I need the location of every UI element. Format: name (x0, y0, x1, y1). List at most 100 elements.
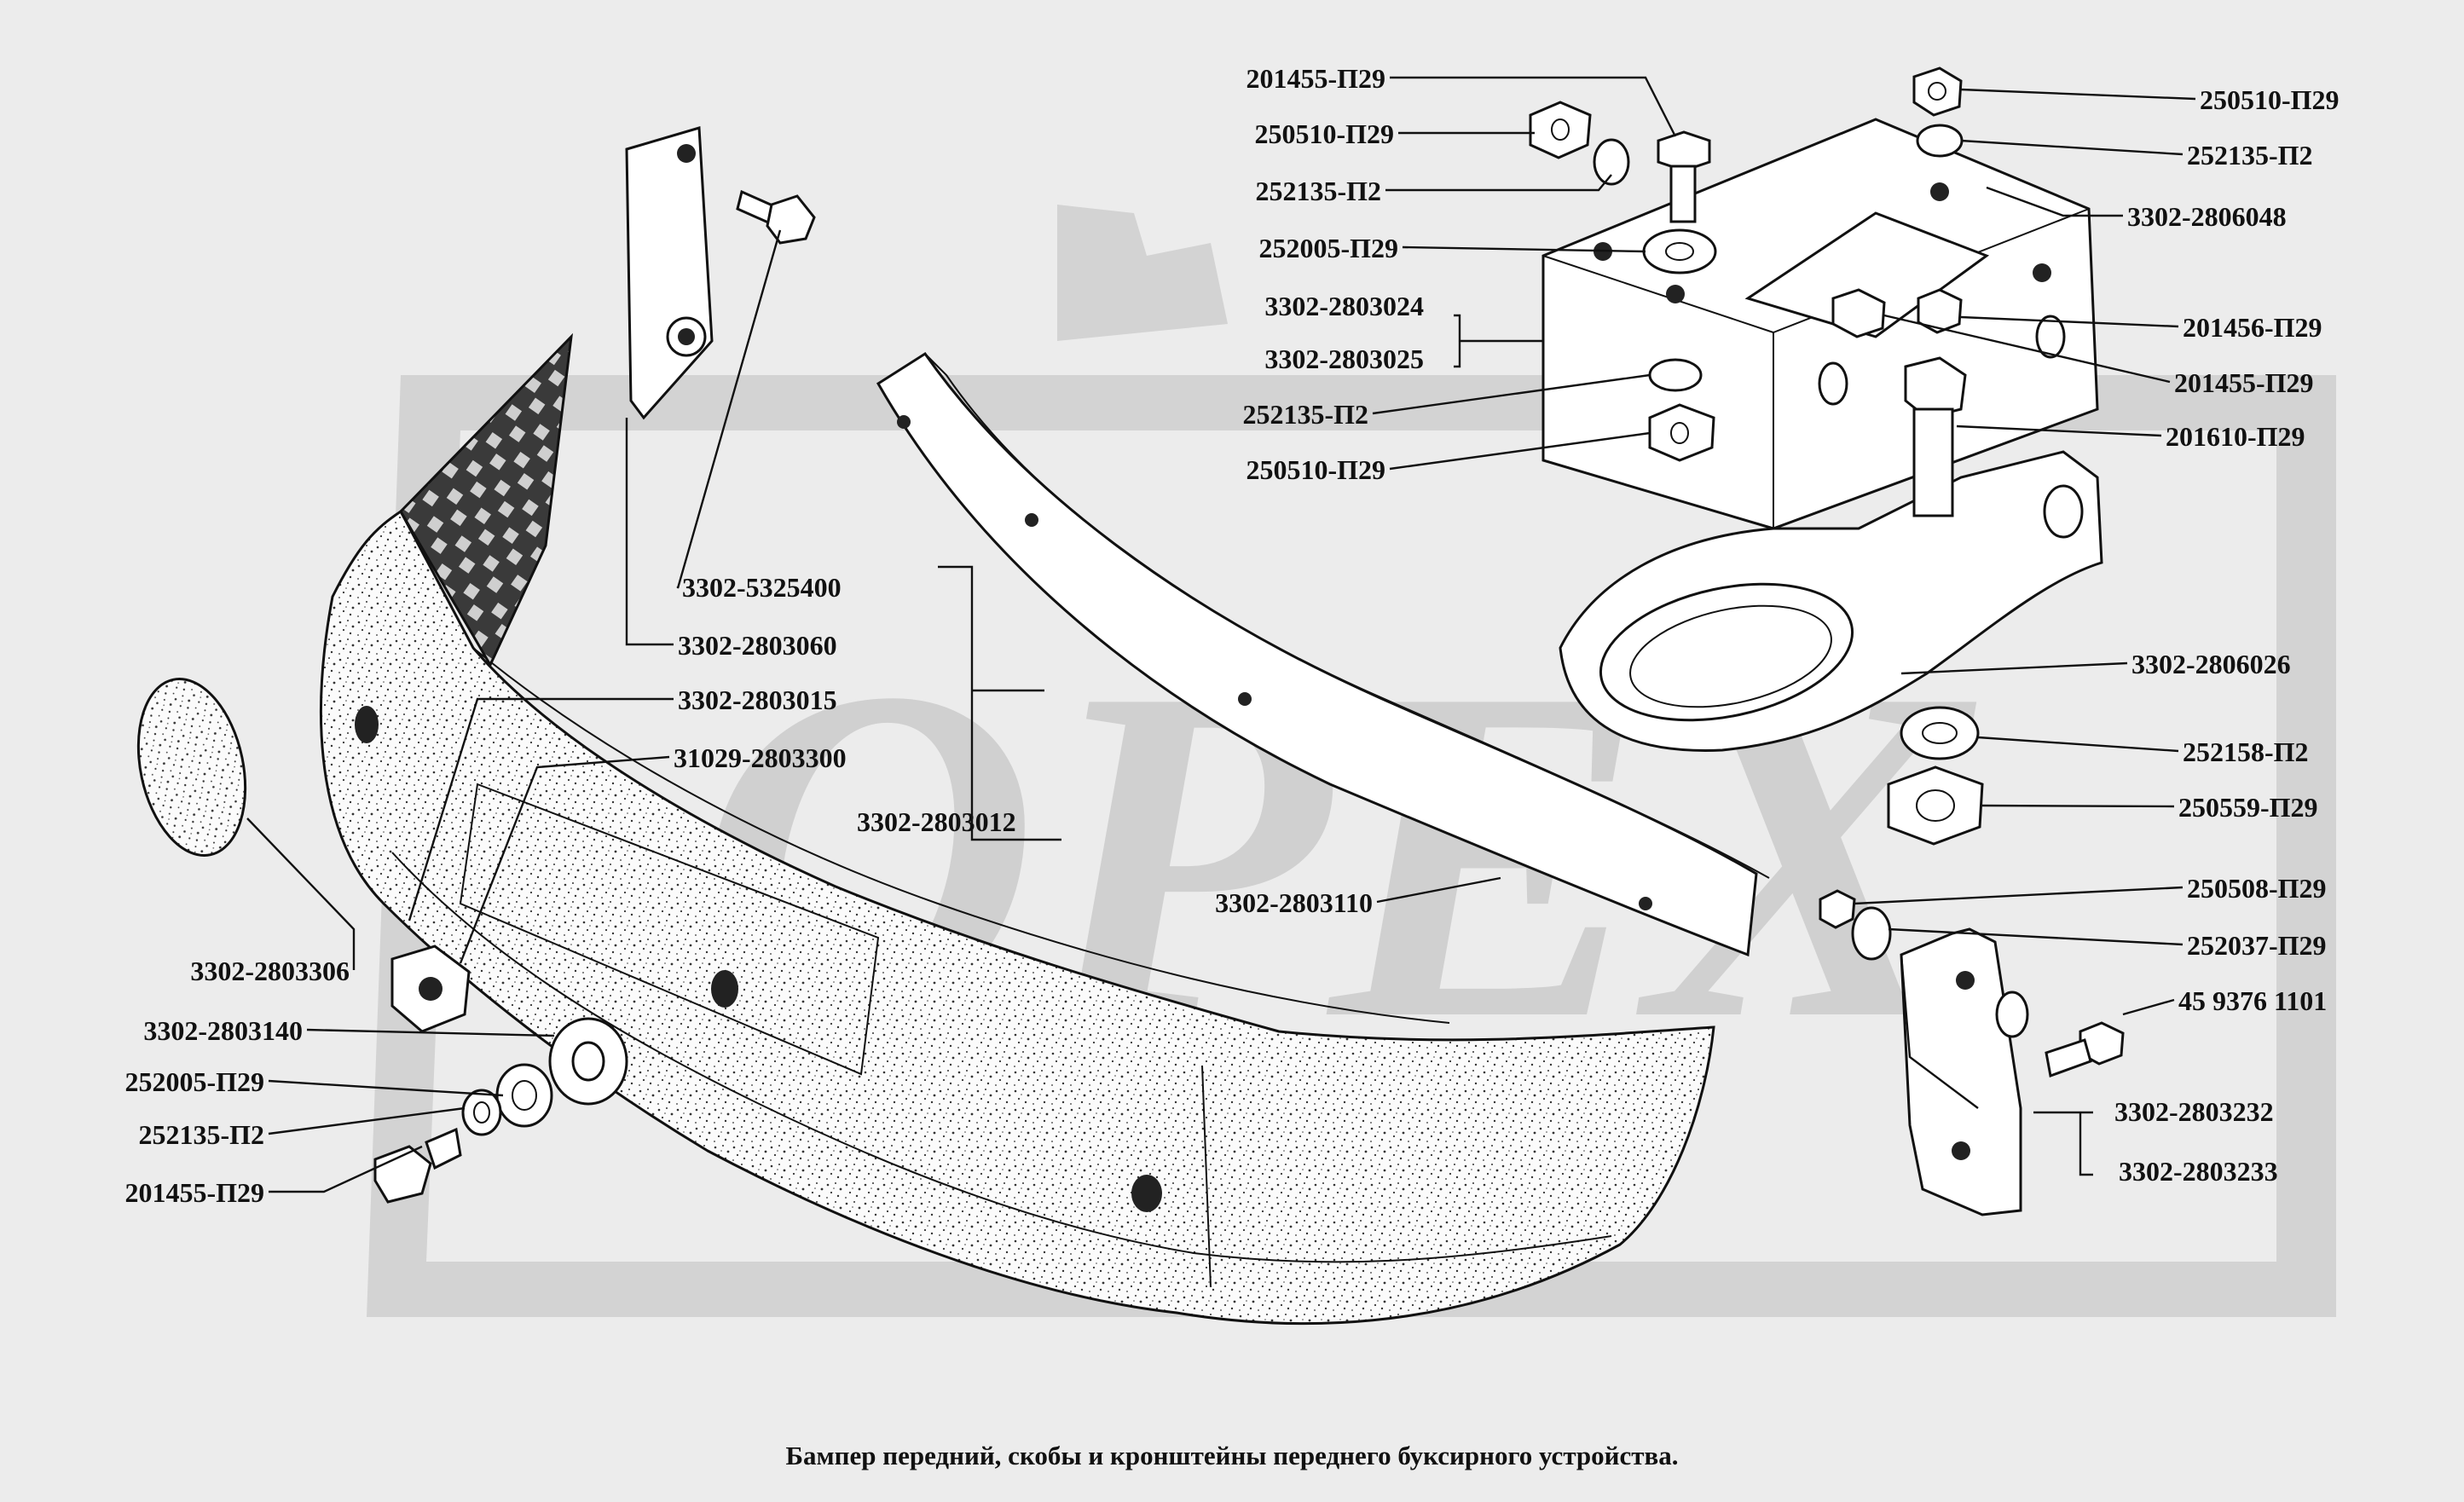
leader-line (459, 755, 670, 964)
leader-line (1883, 314, 2171, 384)
leader-line (1900, 954, 1979, 1109)
leader-line (1402, 246, 1646, 253)
bumper-body (320, 509, 1715, 1326)
leader-line (1960, 88, 2196, 101)
bumper-bolt-hole (355, 706, 379, 743)
part-number-label: 250510-П29 (1246, 454, 1385, 485)
tow-bracket-assembly (1541, 118, 2103, 752)
watermark-gear (1057, 205, 1228, 341)
plug-icon (390, 945, 471, 1033)
leader-line (1956, 425, 2162, 437)
leader-line (1376, 876, 1501, 904)
leader-line (625, 418, 674, 646)
part-number-label: 3302-2806048 (2127, 201, 2287, 232)
part-number-label: 3302-2803232 (2114, 1096, 2274, 1127)
leader-line (268, 1079, 504, 1097)
part-number-label: 3302-2803306 (190, 956, 350, 986)
part-number-label: 31029-2803300 (674, 742, 847, 773)
figure-caption: Бампер передний, скобы и кронштейны пере… (785, 1441, 1678, 1470)
part-number-label: 252005-П29 (1258, 233, 1398, 263)
part-number-label: 3302-2806026 (2131, 649, 2291, 679)
part-number-label: 3302-2803025 (1264, 344, 1424, 374)
part-number-label: 250559-П29 (2178, 792, 2318, 823)
part-number-label: 252135-П2 (138, 1119, 264, 1150)
fog-lamp-cap (136, 678, 247, 857)
part-number-label: 252005-П29 (124, 1066, 264, 1097)
leader-line (1390, 76, 1677, 137)
leader-line (1900, 661, 2128, 675)
callout-bracket (2033, 1111, 2093, 1176)
bolt-icon (1831, 288, 1886, 338)
leader-line (1960, 139, 2183, 156)
bumper-upper-edge (472, 647, 1450, 1024)
spacer-sleeve (548, 1017, 628, 1106)
washer-icon (1648, 358, 1703, 392)
bolt-icon (373, 1127, 462, 1204)
callout-labels: 3302-5325400 3302-2803060 3302-2803015 3102… (124, 63, 2339, 1208)
part-number-label: 3302-2803024 (1264, 291, 1424, 321)
side-bracket (1900, 927, 2029, 1216)
washer-icon (1916, 124, 1964, 158)
leader-lines (246, 76, 2196, 1193)
part-number-label: 201455-П29 (1246, 63, 1385, 94)
bumper-bolt-hole (711, 970, 738, 1008)
part-number-label: 250510-П29 (1254, 118, 1394, 149)
bolt-icon (1657, 130, 1711, 223)
nut-icon (1529, 101, 1592, 159)
bolt-icon (2045, 1021, 2125, 1078)
leader-line (246, 817, 356, 970)
leader-line (676, 229, 782, 589)
tow-bolt-icon (1904, 356, 1967, 517)
bumper-beam (876, 351, 1770, 957)
leader-line (269, 1145, 423, 1193)
leader-line (1372, 373, 1651, 415)
part-number-label: 3302-2803140 (143, 1015, 303, 1046)
leader-line (1977, 736, 2179, 753)
part-number-label: 3302-2803012 (857, 806, 1016, 837)
part-number-label: 252037-П29 (2187, 930, 2327, 961)
part-number-label: 201455-П29 (124, 1177, 264, 1208)
part-number-label: 201455-П29 (2174, 367, 2314, 398)
part-number-label: 252135-П2 (2187, 140, 2313, 170)
bumper-end-line (1201, 1065, 1212, 1288)
nut-icon (1819, 889, 1856, 929)
part-number-label: 3302-2803060 (678, 630, 837, 661)
leader-line (408, 697, 674, 921)
washer-icon (1851, 906, 1892, 961)
part-number-label: 3302-5325400 (682, 572, 842, 603)
bumper-mount-bracket (625, 126, 714, 420)
part-number-label: 3302-2803233 (2119, 1156, 2278, 1187)
part-number-label: 201610-П29 (2166, 421, 2305, 452)
leader-line (1960, 315, 2179, 328)
nut-icon (1648, 403, 1715, 462)
leader-line (268, 1106, 466, 1135)
washer-icon (1900, 706, 1980, 760)
washer-icon (495, 1063, 553, 1128)
lock-washer-icon (461, 1089, 502, 1136)
part-number-label: 3302-2803110 (1215, 887, 1373, 918)
part-number-label: 201456-П29 (2183, 312, 2322, 343)
part-number-label: 250510-П29 (2200, 84, 2340, 115)
part-number-label: 252158-П2 (2183, 737, 2309, 767)
nut-icon (1912, 66, 1963, 117)
nut-icon (1887, 765, 1984, 846)
leader-line (1986, 186, 2123, 217)
washer-icon (1593, 138, 1630, 186)
bumper-plate-recess (459, 783, 880, 1076)
leader-line (1888, 927, 2183, 946)
leader-line (306, 1028, 555, 1037)
callout-bracket (1454, 314, 1543, 368)
front-bumper-illustration (320, 332, 1715, 1326)
leader-line (1385, 174, 1612, 192)
bumper-lower-lip (391, 852, 1612, 1263)
part-number-label: 252135-П2 (1242, 399, 1368, 430)
part-number-label: 3302-2803015 (678, 685, 837, 715)
part-number-label: 250508-П29 (2187, 873, 2327, 904)
callout-bracket (938, 565, 1061, 841)
part-number-label: 45 9376 1101 (2178, 985, 2327, 1016)
part-number-label: 252135-П2 (1255, 176, 1381, 206)
bolt-icon (1917, 288, 1963, 334)
screw-icon (736, 189, 816, 245)
